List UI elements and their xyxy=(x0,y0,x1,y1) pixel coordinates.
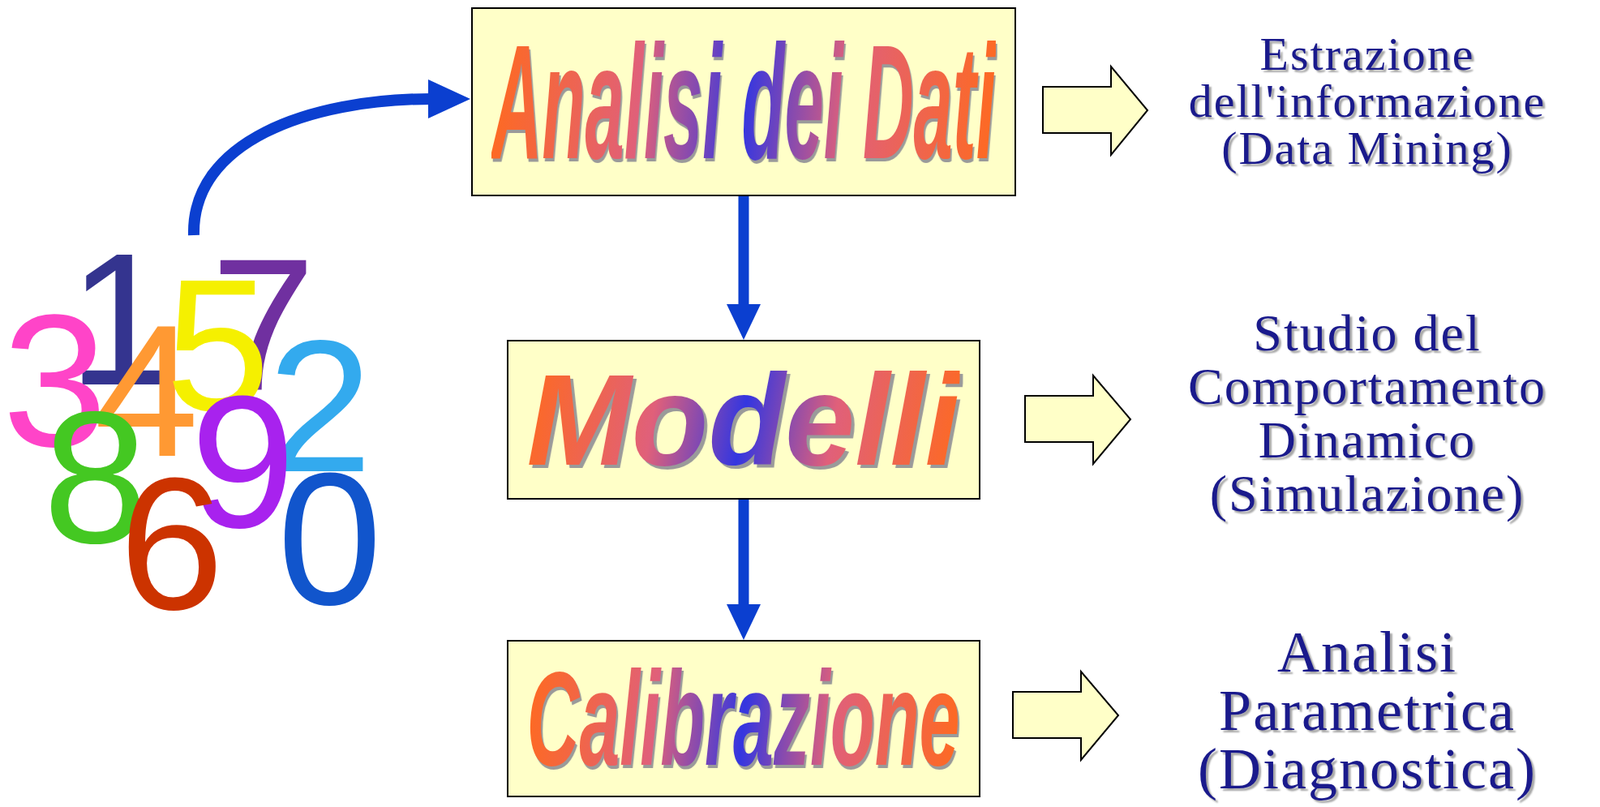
outcome-label: Analisi Parametrica (Diagnostica) xyxy=(1156,622,1579,798)
flow-arrow xyxy=(726,196,761,340)
box-title: Modelli xyxy=(527,355,961,485)
box-title: Calibrazione xyxy=(527,652,961,786)
hollow-arrow xyxy=(1012,671,1119,760)
outcome-label: Studio del Comportamento Dinamico (Simul… xyxy=(1115,306,1600,521)
curved-arrow xyxy=(193,98,432,236)
hollow-arrow xyxy=(1042,66,1148,155)
hollow-arrow xyxy=(1025,375,1131,464)
digit-figure: 0 xyxy=(277,445,382,634)
process-box: Modelli xyxy=(506,339,981,500)
arrow-shaft xyxy=(738,196,750,308)
curved-arrow-head xyxy=(428,79,471,119)
outcome-label: Estrazione dell'informazione (Data Minin… xyxy=(1140,30,1595,172)
process-box: Analisi dei Dati xyxy=(471,7,1017,197)
arrow-shaft xyxy=(738,499,750,608)
digit-figure: 6 xyxy=(119,450,224,639)
flow-arrow xyxy=(726,499,761,640)
arrow-head xyxy=(726,304,761,340)
arrow-head xyxy=(726,604,761,640)
box-title: Analisi dei Dati xyxy=(491,21,996,184)
process-box: Calibrazione xyxy=(506,639,981,798)
